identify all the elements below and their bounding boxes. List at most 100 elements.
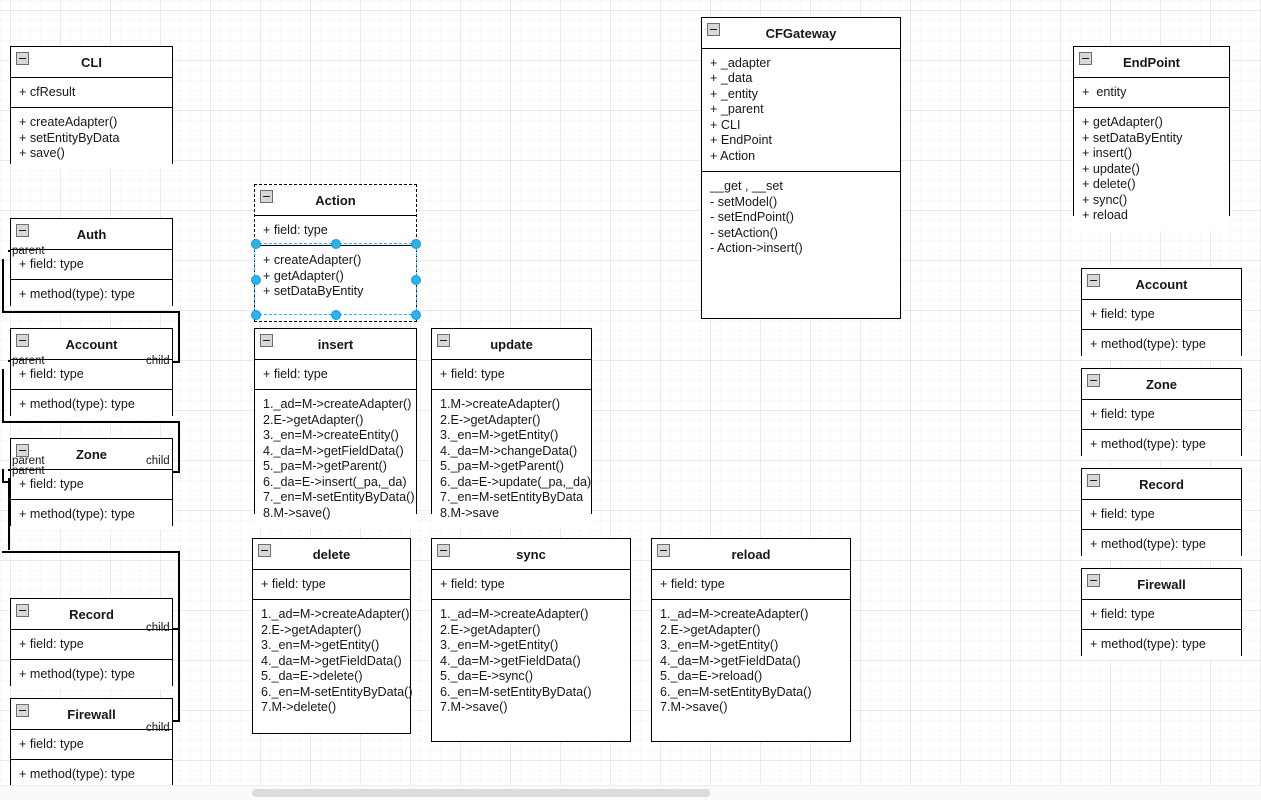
- uml-attributes-compartment[interactable]: + field: type: [1082, 500, 1241, 531]
- uml-class-account-right[interactable]: Account+ field: type+ method(type): type: [1081, 268, 1242, 360]
- horizontal-scrollbar-thumb[interactable]: [252, 789, 710, 797]
- uml-method-line: - setAction(): [710, 225, 778, 240]
- uml-class-record-right[interactable]: Record+ field: type+ method(type): type: [1081, 468, 1242, 560]
- uml-class-firewall-left[interactable]: Firewall+ field: type+ method(type): typ…: [10, 698, 173, 790]
- collapse-minus-icon[interactable]: [1087, 474, 1100, 487]
- collapse-minus-icon[interactable]: [258, 544, 271, 557]
- uml-attribute-line: + field: type: [1090, 307, 1155, 321]
- uml-attributes-compartment[interactable]: + field: type: [432, 360, 591, 391]
- collapse-minus-icon[interactable]: [1079, 52, 1092, 65]
- uml-attributes-compartment[interactable]: + field: type: [11, 470, 172, 501]
- uml-attributes-compartment[interactable]: + field: type: [11, 730, 172, 761]
- uml-methods-compartment[interactable]: 1._ad=M->createAdapter()2.E->getAdapter(…: [652, 600, 850, 741]
- connector-zone-bottom-h[interactable]: [2, 481, 10, 483]
- uml-method-line: 6._en=M-setEntityByData(): [660, 684, 812, 699]
- uml-methods-compartment[interactable]: + method(type): type: [11, 390, 172, 420]
- uml-methods-compartment[interactable]: + createAdapter()+ setEntityByData+ save…: [11, 108, 172, 169]
- uml-methods-compartment[interactable]: 1.M->createAdapter()2.E->getAdapter()3._…: [432, 390, 591, 529]
- collapse-minus-icon[interactable]: [1087, 374, 1100, 387]
- uml-attributes-compartment[interactable]: + field: type: [253, 570, 410, 601]
- collapse-minus-icon[interactable]: [1087, 574, 1100, 587]
- uml-attributes-compartment[interactable]: + entity: [1074, 78, 1229, 109]
- uml-methods-compartment[interactable]: + method(type): type: [1082, 430, 1241, 460]
- resize-handle-nw[interactable]: [251, 239, 261, 249]
- connector-auth-bottom-h[interactable]: [2, 311, 180, 313]
- collapse-minus-icon[interactable]: [260, 190, 273, 203]
- uml-class-cfgateway[interactable]: CFGateway+ _adapter+ _data+ _entity+ _pa…: [701, 17, 901, 319]
- uml-class-endpoint[interactable]: EndPoint+ entity+ getAdapter()+ setDataB…: [1073, 46, 1230, 231]
- collapse-minus-icon[interactable]: [1087, 274, 1100, 287]
- resize-handle-sw[interactable]: [251, 310, 261, 320]
- collapse-minus-icon[interactable]: [657, 544, 670, 557]
- connector-acct-left-v[interactable]: [2, 369, 4, 421]
- uml-attributes-compartment[interactable]: + field: type: [255, 360, 416, 391]
- edge-label-zone-parent-1: parent: [12, 455, 45, 467]
- uml-attributes-compartment[interactable]: + cfResult: [11, 78, 172, 109]
- collapse-minus-icon[interactable]: [16, 224, 29, 237]
- collapse-minus-icon[interactable]: [437, 334, 450, 347]
- uml-methods-compartment[interactable]: + getAdapter()+ setDataByEntity+ insert(…: [1074, 108, 1229, 231]
- uml-class-title: update: [432, 329, 591, 360]
- uml-class-zone-left[interactable]: Zone+ field: type+ method(type): type: [10, 438, 173, 530]
- connector-zone-left-v2[interactable]: [8, 478, 10, 550]
- connector-zone-left-v[interactable]: [2, 469, 4, 481]
- resize-handle-n[interactable]: [331, 239, 341, 249]
- uml-attribute-line: + _data: [710, 71, 753, 86]
- uml-methods-compartment[interactable]: 1._ad=M->createAdapter()2.E->getAdapter(…: [253, 600, 413, 733]
- uml-methods-compartment[interactable]: 1._ad=M->createAdapter()2.E->getAdapter(…: [432, 600, 630, 741]
- uml-class-zone-right[interactable]: Zone+ field: type+ method(type): type: [1081, 368, 1242, 460]
- uml-attributes-compartment[interactable]: + field: type: [432, 570, 630, 601]
- uml-attributes-compartment[interactable]: + field: type: [11, 630, 172, 661]
- uml-methods-compartment[interactable]: 1._ad=M->createAdapter()2.E->getAdapter(…: [255, 390, 416, 529]
- collapse-minus-icon[interactable]: [16, 52, 29, 65]
- collapse-minus-icon[interactable]: [437, 544, 450, 557]
- connector-zone-to-rec-v[interactable]: [178, 551, 180, 721]
- uml-methods-compartment[interactable]: + method(type): type: [1082, 630, 1241, 660]
- uml-class-cli[interactable]: CLI+ cfResult+ createAdapter()+ setEntit…: [10, 46, 173, 169]
- connector-zone-out-h[interactable]: [2, 551, 180, 553]
- connector-auth-to-acct-v[interactable]: [178, 311, 180, 361]
- connector-acct-to-zone-v[interactable]: [178, 421, 180, 471]
- uml-methods-compartment[interactable]: __get , __set- setModel()- setEndPoint()…: [702, 172, 900, 318]
- uml-class-auth[interactable]: Auth+ field: type+ method(type): type: [10, 218, 173, 310]
- uml-method-line: 6._da=E->insert(_pa,_da): [263, 474, 407, 489]
- uml-methods-compartment[interactable]: + createAdapter()+ getAdapter()+ setData…: [255, 246, 416, 321]
- collapse-minus-icon[interactable]: [16, 604, 29, 617]
- uml-methods-compartment[interactable]: + method(type): type: [11, 660, 172, 690]
- collapse-minus-icon[interactable]: [16, 444, 29, 457]
- uml-methods-compartment[interactable]: + method(type): type: [1082, 330, 1241, 360]
- resize-handle-s[interactable]: [331, 310, 341, 320]
- uml-attributes-compartment[interactable]: + field: type: [11, 360, 172, 391]
- connector-auth-left-v[interactable]: [2, 259, 4, 311]
- collapse-minus-icon[interactable]: [16, 334, 29, 347]
- collapse-minus-icon[interactable]: [16, 704, 29, 717]
- uml-attributes-compartment[interactable]: + field: type: [652, 570, 850, 601]
- uml-class-title: Firewall: [1082, 569, 1241, 600]
- collapse-minus-icon[interactable]: [260, 334, 273, 347]
- uml-class-action[interactable]: Action+ field: type+ createAdapter()+ ge…: [254, 184, 417, 322]
- horizontal-scrollbar-track[interactable]: [0, 785, 1261, 800]
- resize-handle-e[interactable]: [411, 275, 421, 285]
- uml-attributes-compartment[interactable]: + field: type: [11, 250, 172, 281]
- resize-handle-w[interactable]: [251, 275, 261, 285]
- uml-class-account-left[interactable]: Account+ field: type+ method(type): type: [10, 328, 173, 420]
- uml-methods-compartment[interactable]: + method(type): type: [1082, 530, 1241, 560]
- uml-attributes-compartment[interactable]: + field: type: [1082, 400, 1241, 431]
- uml-methods-compartment[interactable]: + method(type): type: [11, 280, 172, 310]
- collapse-minus-icon[interactable]: [707, 23, 720, 36]
- uml-attributes-compartment[interactable]: + field: type: [1082, 300, 1241, 331]
- uml-methods-compartment[interactable]: + method(type): type: [11, 500, 172, 530]
- uml-class-firewall-right[interactable]: Firewall+ field: type+ method(type): typ…: [1081, 568, 1242, 660]
- connector-acct-bottom-h[interactable]: [2, 421, 180, 423]
- resize-handle-ne[interactable]: [411, 239, 421, 249]
- resize-handle-se[interactable]: [411, 310, 421, 320]
- uml-attributes-compartment[interactable]: + field: type: [1082, 600, 1241, 631]
- uml-attributes-compartment[interactable]: + _adapter+ _data+ _entity+ _parent+ CLI…: [702, 49, 900, 173]
- uml-class-record-left[interactable]: Record+ field: type+ method(type): type: [10, 598, 173, 690]
